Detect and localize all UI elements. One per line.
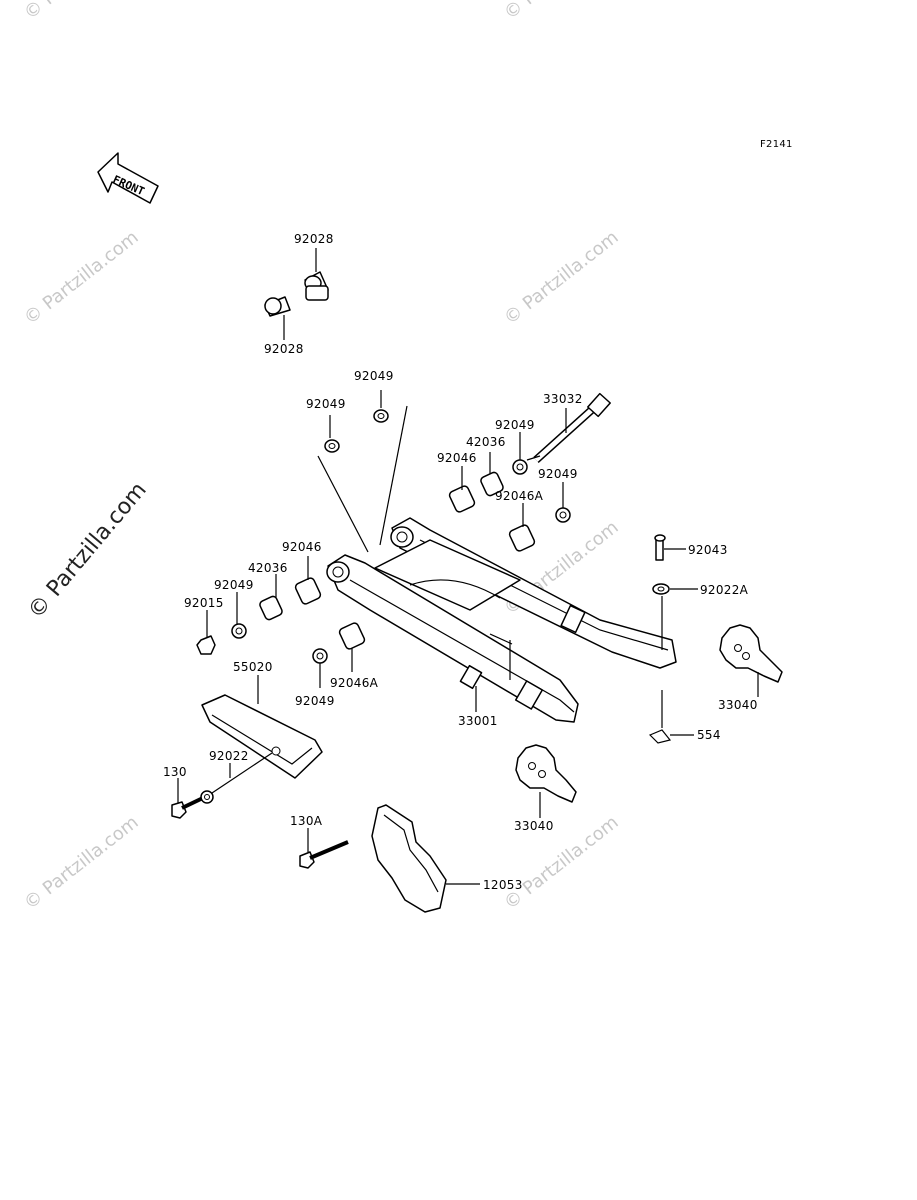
part-label: 92049 [354, 369, 394, 383]
part-label: 33040 [514, 819, 554, 833]
swingarm-33001 [326, 517, 677, 723]
watermark: © Partzilla.com [20, 812, 142, 914]
part-label: 92049 [306, 397, 346, 411]
part-label: 92028 [294, 232, 334, 246]
part-label: 130A [290, 814, 323, 828]
front-arrow-icon: FRONT [97, 152, 159, 204]
part-label: 92046A [330, 676, 379, 690]
cotter-pin-554 [648, 729, 672, 744]
part-label: 55020 [233, 660, 273, 674]
watermark: © Partzilla.com [20, 0, 142, 24]
part-label: 92015 [184, 596, 224, 610]
collar-42036 [259, 595, 283, 621]
bolt-130A [299, 840, 349, 869]
part-labels: 92028 92028 92049 92049 33032 92049 4203… [163, 232, 758, 892]
part-label: 33032 [543, 392, 583, 406]
part-label: 92046 [282, 540, 322, 554]
part-label: 92022 [209, 749, 249, 763]
part-label: 33001 [458, 714, 498, 728]
part-label: 92049 [495, 418, 535, 432]
part-label: 42036 [466, 435, 506, 449]
part-label: 12053 [483, 878, 523, 892]
bolt-92043 [654, 534, 666, 561]
part-label: 554 [697, 728, 721, 742]
bearing-92046 [294, 577, 322, 605]
part-label: 92049 [538, 467, 578, 481]
part-label: 92046A [495, 489, 544, 503]
diagram-ref-code: F2141 [760, 139, 793, 150]
chain-adjuster-33040 [515, 744, 577, 803]
watermark-large: © Partzilla.com [23, 478, 151, 624]
chain-adjuster-33040 [719, 624, 783, 683]
chain-slider-55020 [201, 694, 323, 779]
watermark: © Partzilla.com [500, 227, 622, 329]
part-label: 42036 [248, 561, 288, 575]
watermark: © Partzilla.com [500, 0, 622, 24]
part-label: 92046 [437, 451, 477, 465]
nut-92015 [196, 635, 216, 655]
bearing-92046A [508, 524, 536, 552]
part-label: 92049 [295, 694, 335, 708]
part-label: 92028 [264, 342, 304, 356]
bearing-92046 [448, 485, 476, 513]
bolt-130 [171, 795, 206, 819]
collar-42036 [480, 471, 504, 497]
part-label: 33040 [718, 698, 758, 712]
part-label: 92043 [688, 543, 728, 557]
bushing-92028-pair [264, 271, 329, 317]
chain-guard-12053 [371, 804, 447, 913]
part-label: 130 [163, 765, 187, 779]
watermark: © Partzilla.com [20, 227, 142, 329]
bearing-92046A [338, 622, 366, 650]
part-label: 92022A [700, 583, 749, 597]
part-label: 92049 [214, 578, 254, 592]
